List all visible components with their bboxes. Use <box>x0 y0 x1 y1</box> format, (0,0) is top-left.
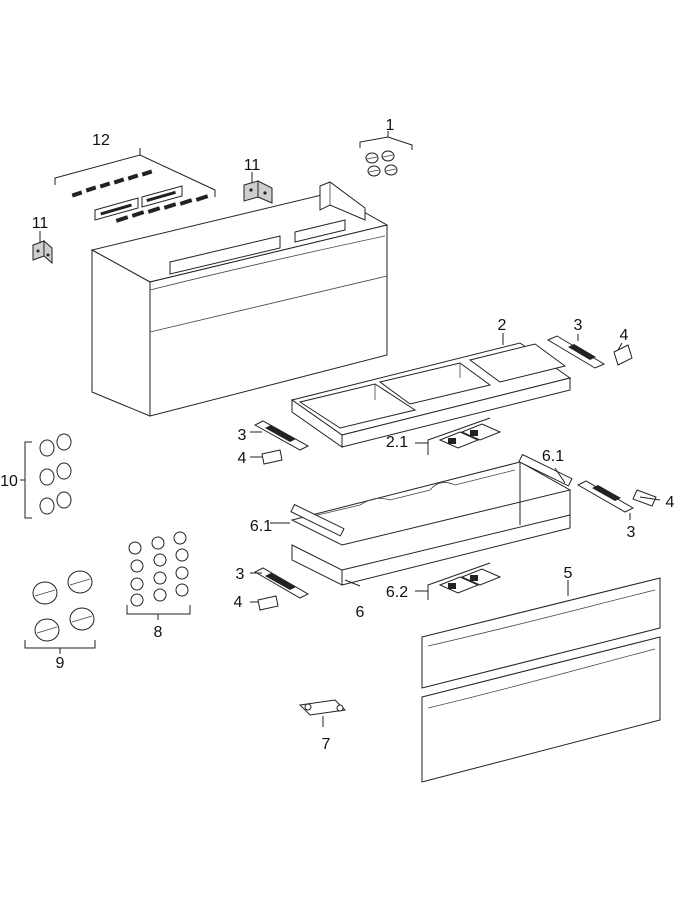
label-part-6-1: 6.1 <box>542 448 564 465</box>
label-part-8: 8 <box>154 624 163 641</box>
label-part-10: 10 <box>0 473 18 490</box>
label-part-4: 4 <box>234 594 243 611</box>
clip-icon <box>298 699 347 727</box>
small-knobs-icon <box>126 531 191 620</box>
label-part-11: 11 <box>244 157 261 174</box>
slide-rail <box>576 480 635 520</box>
label-part-2-1: 2.1 <box>386 434 408 451</box>
label-part-3: 3 <box>238 427 247 444</box>
drawer-organizer <box>290 333 572 448</box>
round-knobs-icon <box>20 433 72 519</box>
slide-rail <box>250 567 310 599</box>
drawer-box <box>290 453 573 586</box>
label-part-5: 5 <box>564 565 573 582</box>
label-part-4: 4 <box>620 327 629 344</box>
bracket-icon <box>243 172 273 204</box>
label-part-11: 11 <box>32 215 49 232</box>
label-part-7: 7 <box>322 736 331 753</box>
label-part-3: 3 <box>574 317 583 334</box>
leader-lines <box>250 342 661 603</box>
slide-rail <box>250 420 310 451</box>
bracket-icon <box>32 231 53 265</box>
cover-cap-icon <box>613 344 633 366</box>
label-part-2: 2 <box>498 317 507 334</box>
drawer-fronts <box>421 577 661 783</box>
label-part-6: 6 <box>356 604 365 621</box>
divider-set <box>427 417 502 455</box>
label-part-4: 4 <box>238 450 247 467</box>
cabinet-body <box>90 181 389 417</box>
large-knobs-icon <box>24 570 96 654</box>
slide-rail <box>546 334 606 369</box>
cover-cap-icon <box>257 595 279 611</box>
label-part-6-1: 6.1 <box>250 518 272 535</box>
label-part-12: 12 <box>92 132 110 149</box>
label-part-3: 3 <box>627 524 636 541</box>
label-part-9: 9 <box>56 655 65 672</box>
cover-cap-icon <box>261 449 283 465</box>
part-number-labels: 1 2 2.1 3 3 3 3 4 4 4 4 5 6 6.1 6.1 6.2 … <box>0 117 674 753</box>
feet-icon <box>359 131 413 177</box>
label-part-6-2: 6.2 <box>386 584 408 601</box>
mounting-kit-icon <box>54 148 216 223</box>
label-part-3: 3 <box>236 566 245 583</box>
divider-set <box>427 562 502 600</box>
label-part-4: 4 <box>666 494 675 511</box>
label-part-1: 1 <box>386 117 395 134</box>
